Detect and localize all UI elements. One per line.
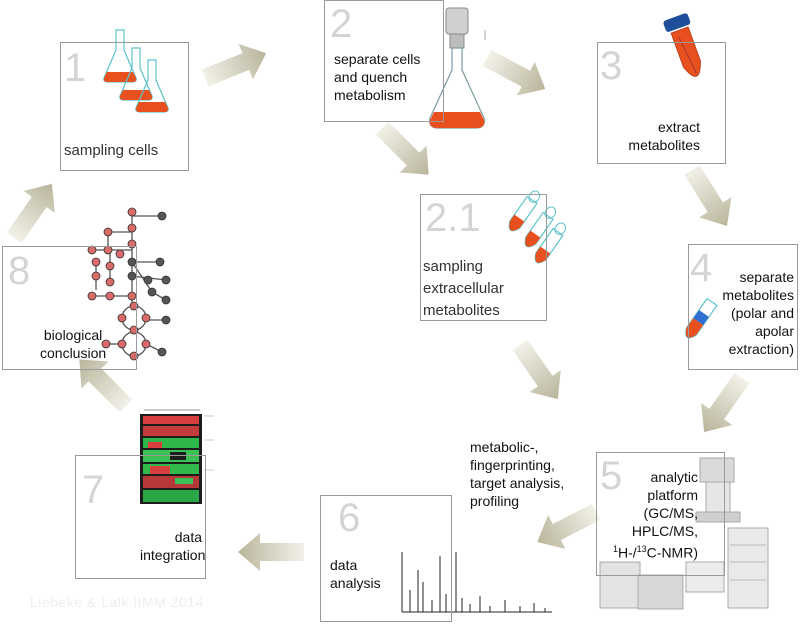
step-2-label: separate cells and quench metabolism [334,50,420,104]
step-2-1-label-line: metabolites [423,302,500,319]
step-2-label-line: and quench [334,69,408,85]
step-5-label-line: platform [647,487,698,503]
step-4-label-line: extraction) [728,341,794,357]
analysis-type-annotation: metabolic-, fingerprinting, target analy… [470,438,564,510]
step-5-label-line: HPLC/MS, [631,523,698,539]
nmr-mid: H-/ [617,544,637,561]
step-5-number: 5 [600,454,623,498]
step-1-label-line: sampling cells [64,142,159,159]
nmr-end: C-NMR) [646,544,698,561]
step-7-number: 7 [82,468,105,512]
step-6-label-line: analysis [330,575,381,591]
step-8-label-line: conclusion [40,345,107,361]
step-7-box [75,455,206,579]
step-2-box [324,0,444,122]
annotation-line: metabolic-, [470,439,539,455]
step-5-label-line: analytic [650,469,698,485]
step-7-label-line: data [174,529,202,545]
step-2-label-line: separate cells [334,51,421,67]
annotation-line: fingerprinting, [470,457,555,473]
step-4-label-line: (polar and [730,305,794,321]
annotation-line: target analysis, [470,475,565,491]
step-8-number: 8 [8,249,31,293]
step-5-label-line: (GC/MS, [643,505,698,521]
copyright-footer: Liebeke & Lalk IIMM 2014 [30,594,204,610]
step-4-box [688,244,798,370]
heatmap-icon [140,409,214,504]
step-3-label-line: extract [657,119,700,135]
step-4-label-line: separate [739,269,794,285]
flask-icon-group [103,29,169,113]
step-7-label-line: integration [140,547,206,563]
step-1-box [60,42,189,171]
arrow-8-to-1 [6,183,55,244]
step-6-number: 6 [338,496,361,540]
nmr-sup-2: 13 [636,544,647,554]
arrow-1-to-2 [201,43,267,87]
step-8-label-line: biological [43,327,103,343]
step-5-nmr-line: 1H-/13C-NMR) [598,540,698,562]
pathway-node-group [87,207,171,361]
step-4-label-line: metabolites [722,287,794,303]
step-6-label-line: data [330,557,358,573]
step-1-label: sampling cells [64,140,158,162]
instrument-icon-group [599,457,769,610]
step-7-label: data integration [140,528,206,564]
arrow-6-to-7 [238,533,304,571]
arrow-7-to-8 [79,359,133,413]
arrow-2.1-to-5 [512,339,561,400]
step-6-label: data analysis [330,556,381,592]
step-8-label: biological conclusion [40,326,106,362]
step-2-label-line: metabolism [334,87,406,103]
arrow-5-to-6 [537,503,601,549]
annotation-line: profiling [470,493,520,509]
step-3-label-line: metabolites [628,137,700,153]
arrow-2-to-2.1 [375,121,429,175]
nmr-sup-1: 1 [612,544,618,554]
step-3-number: 3 [600,44,623,88]
step-3-box [597,42,726,164]
step-4-label: separate metabolites (polar and apolar e… [692,268,794,358]
step-2-1-number: 2.1 [425,196,481,240]
step-2-1-label-line: sampling [423,258,484,275]
step-3-label: extract metabolites [600,118,700,154]
arrow-4-to-5 [701,372,750,433]
step-2-1-label-line: extracellular [423,280,504,297]
step-1-number: 1 [64,46,87,90]
step-5-label: analytic platform (GC/MS, HPLC/MS, 1H-/1… [598,468,698,562]
step-8-box [2,246,137,370]
extraction-tube-icon [663,13,701,77]
step-2-1-box [420,194,547,321]
arrow-2-to-3 [482,50,546,96]
step-4-label-line: apolar [755,323,794,339]
spectrum-chart-icon [401,552,552,613]
step-4-number: 4 [690,246,713,290]
step-5-box [596,452,725,576]
step-2-1-label: sampling extracellular metabolites [423,256,504,322]
step-2-number: 2 [330,2,353,46]
step-6-box [320,495,452,622]
arrow-3-to-4 [684,165,732,226]
